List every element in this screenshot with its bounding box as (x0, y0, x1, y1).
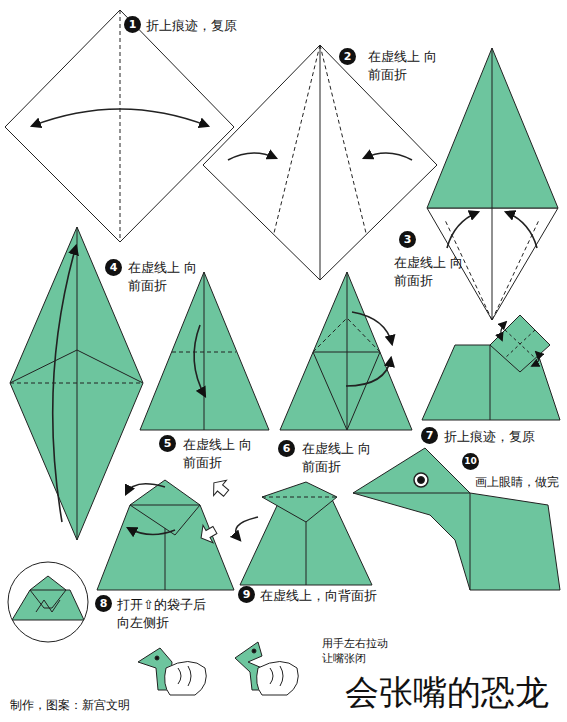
instruction-text: 折上痕迹，复原 (444, 428, 535, 446)
instruction-text: 在虚线上 向前面折 (183, 436, 255, 472)
callout-number: 9 (238, 586, 255, 603)
callout-number: 6 (278, 440, 295, 457)
callout-number: 1 (124, 16, 141, 33)
instruction-text: 制作，图案：新宫文明 (10, 697, 130, 714)
callout-number: 2 (339, 48, 356, 65)
instruction-text: 用手左右拉动 让嘴张闭 (322, 636, 395, 666)
instruction-text: 画上眼睛，做完 (475, 474, 559, 491)
instruction-text: 打开⇧的袋子后 向左侧折 (117, 596, 216, 632)
callout-number: 3 (399, 231, 416, 248)
callout-number: 5 (159, 435, 176, 452)
instruction-text: 在虚线上 向前面折 (128, 259, 200, 295)
instruction-text: 在虚线上 向前面折 (368, 48, 440, 84)
instruction-text: 在虚线上，向背面折 (260, 587, 377, 605)
instruction-text: 在虚线上 向前面折 (302, 440, 374, 476)
callout-number: 8 (95, 595, 112, 612)
callout-number: 10 (462, 453, 479, 470)
instruction-text: 折上痕迹，复原 (146, 17, 237, 35)
callout-number: 4 (105, 259, 122, 276)
callout-number: 7 (421, 427, 438, 444)
instruction-text: 在虚线上 向前面折 (394, 254, 466, 290)
title: 会张嘴的恐龙 (345, 672, 549, 712)
